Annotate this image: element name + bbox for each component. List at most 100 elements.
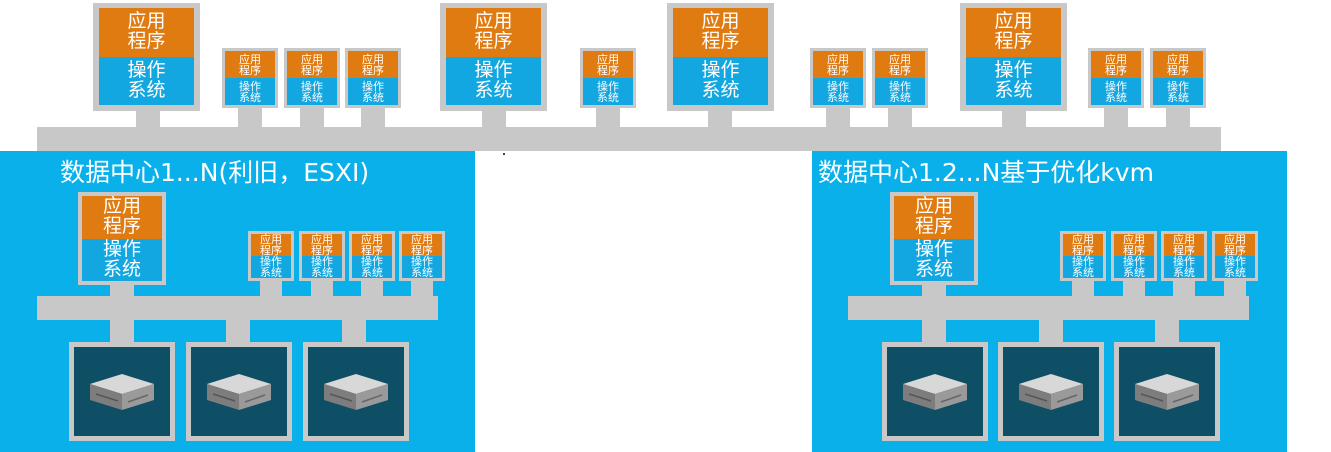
- bus-stem: [708, 108, 732, 130]
- server-unit: [186, 342, 292, 441]
- vm-app-block: 应用程序: [99, 8, 194, 57]
- bus-stem: [1123, 278, 1145, 298]
- server-unit: [1114, 342, 1220, 441]
- vm-monitor: 应用程序 操作系统: [1212, 231, 1258, 281]
- vm-monitor: 应用程序 操作系统: [1111, 231, 1157, 281]
- bus-junction-dot: [503, 153, 505, 155]
- bus-stem: [1155, 318, 1179, 344]
- server-icon: [903, 373, 967, 410]
- vm-app-block: 应用程序: [82, 196, 162, 239]
- bus-stem: [1173, 278, 1195, 298]
- bus-stem: [1166, 104, 1190, 130]
- vm-monitor: 应用程序 操作系统: [872, 48, 928, 108]
- server-unit: [882, 342, 988, 441]
- vm-app-block: 应用程序: [894, 196, 974, 239]
- bus-stem: [226, 318, 250, 344]
- bus-stem: [110, 318, 134, 344]
- top-network-bus: [37, 127, 1221, 151]
- vm-monitor: 应用程序 操作系统: [1060, 231, 1106, 281]
- vm-os-block: 操作系统: [1063, 256, 1103, 278]
- vm-app-block: 应用程序: [875, 51, 925, 78]
- bus-stem: [136, 108, 160, 130]
- bus-stem: [922, 282, 946, 298]
- vm-os-block: 操作系统: [1164, 256, 1204, 278]
- vm-monitor: 应用程序 操作系统: [78, 192, 166, 285]
- vm-monitor: 应用程序 操作系统: [345, 48, 401, 108]
- vm-os-block: 操作系统: [1153, 78, 1203, 105]
- bus-stem: [411, 278, 433, 298]
- vm-os-block: 操作系统: [673, 56, 768, 105]
- vm-monitor: 应用程序 操作系统: [440, 3, 547, 111]
- vm-os-block: 操作系统: [875, 78, 925, 105]
- vm-os-block: 操作系统: [1215, 256, 1255, 278]
- bus-stem: [361, 104, 385, 130]
- bus-stem: [361, 278, 383, 298]
- vm-monitor: 应用程序 操作系统: [93, 3, 200, 111]
- vm-monitor: 应用程序 操作系统: [222, 48, 278, 108]
- vm-app-block: 应用程序: [251, 234, 291, 256]
- vm-os-block: 操作系统: [352, 256, 392, 278]
- vm-os-block: 操作系统: [348, 78, 398, 105]
- server-unit: [303, 342, 409, 441]
- vm-monitor: 应用程序 操作系统: [810, 48, 866, 108]
- bus-stem: [110, 282, 134, 298]
- vm-monitor: 应用程序 操作系统: [890, 192, 978, 285]
- vm-os-block: 操作系统: [251, 256, 291, 278]
- vm-app-block: 应用程序: [1091, 51, 1141, 78]
- vm-app-block: 应用程序: [446, 8, 541, 57]
- vm-app-block: 应用程序: [348, 51, 398, 78]
- bus-stem: [1039, 318, 1063, 344]
- vm-app-block: 应用程序: [1153, 51, 1203, 78]
- vm-monitor: 应用程序 操作系统: [960, 3, 1067, 111]
- bus-stem: [1002, 108, 1026, 130]
- bus-stem: [260, 278, 282, 298]
- internal-network-bus: [37, 296, 438, 320]
- vm-os-block: 操作系统: [446, 56, 541, 105]
- bus-stem: [1104, 104, 1128, 130]
- vm-os-block: 操作系统: [82, 238, 162, 281]
- bus-stem: [482, 108, 506, 130]
- vm-monitor: 应用程序 操作系统: [580, 48, 636, 108]
- vm-app-block: 应用程序: [402, 234, 442, 256]
- vm-app-block: 应用程序: [287, 51, 337, 78]
- vm-app-block: 应用程序: [673, 8, 768, 57]
- vm-app-block: 应用程序: [1164, 234, 1204, 256]
- vm-os-block: 操作系统: [402, 256, 442, 278]
- vm-app-block: 应用程序: [352, 234, 392, 256]
- vm-app-block: 应用程序: [583, 51, 633, 78]
- vm-app-block: 应用程序: [966, 8, 1061, 57]
- bus-stem: [826, 104, 850, 130]
- server-icon: [324, 373, 388, 410]
- datacenter-title: 数据中心1...N(利旧，ESXI): [60, 158, 370, 187]
- vm-monitor: 应用程序 操作系统: [299, 231, 345, 281]
- bus-stem: [1224, 278, 1246, 298]
- server-unit: [998, 342, 1104, 441]
- vm-os-block: 操作系统: [287, 78, 337, 105]
- bus-stem: [311, 278, 333, 298]
- vm-os-block: 操作系统: [99, 56, 194, 105]
- vm-os-block: 操作系统: [302, 256, 342, 278]
- vm-os-block: 操作系统: [813, 78, 863, 105]
- server-unit: [69, 342, 175, 441]
- bus-stem: [300, 104, 324, 130]
- bus-stem: [596, 104, 620, 130]
- bus-stem: [1072, 278, 1094, 298]
- vm-app-block: 应用程序: [1215, 234, 1255, 256]
- server-icon: [90, 373, 154, 410]
- vm-monitor: 应用程序 操作系统: [248, 231, 294, 281]
- bus-stem: [342, 318, 366, 344]
- vm-os-block: 操作系统: [583, 78, 633, 105]
- vm-os-block: 操作系统: [966, 56, 1061, 105]
- vm-app-block: 应用程序: [225, 51, 275, 78]
- bus-stem: [922, 318, 946, 344]
- server-icon: [1019, 373, 1083, 410]
- vm-os-block: 操作系统: [894, 238, 974, 281]
- vm-monitor: 应用程序 操作系统: [1161, 231, 1207, 281]
- vm-app-block: 应用程序: [813, 51, 863, 78]
- vm-app-block: 应用程序: [302, 234, 342, 256]
- vm-monitor: 应用程序 操作系统: [667, 3, 774, 111]
- server-icon: [207, 373, 271, 410]
- vm-app-block: 应用程序: [1063, 234, 1103, 256]
- vm-monitor: 应用程序 操作系统: [1088, 48, 1144, 108]
- vm-monitor: 应用程序 操作系统: [399, 231, 445, 281]
